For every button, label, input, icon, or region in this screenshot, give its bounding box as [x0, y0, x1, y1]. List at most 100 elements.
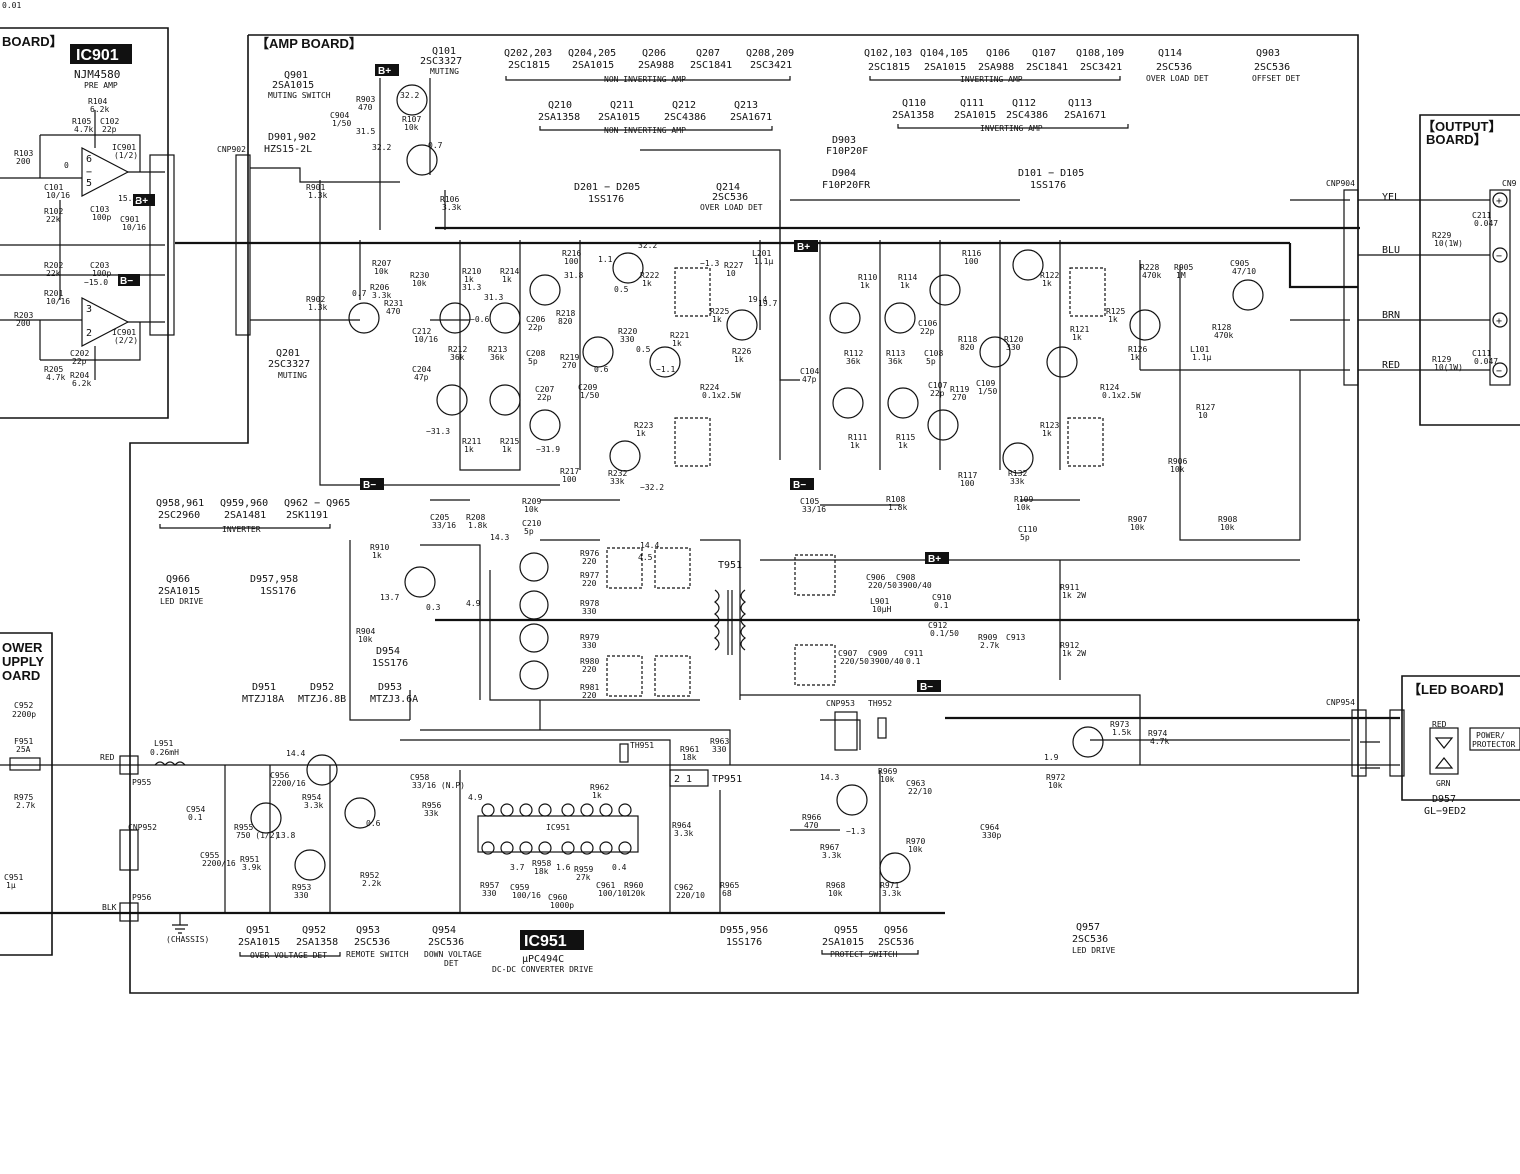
component-ref: R911 [1060, 583, 1079, 592]
svg-text:Q957: Q957 [1076, 922, 1100, 933]
svg-text:2SC4386: 2SC4386 [1006, 110, 1048, 121]
component-ref: C963 [906, 779, 925, 788]
ic901-opamp-1: 65 − [81, 147, 130, 197]
voltage-value: −0.6 [470, 315, 489, 324]
component-value: 0.1x2.5W [702, 391, 741, 400]
svg-text:GRN: GRN [1436, 779, 1451, 788]
component-ref: C901 [120, 215, 139, 224]
svg-text:2SC536: 2SC536 [1254, 62, 1290, 73]
component-value: 330 [712, 745, 727, 754]
svg-text:RED: RED [1432, 720, 1447, 729]
cnp953-label: CNP953 [826, 699, 855, 708]
component-value: 330 [620, 335, 635, 344]
voltage-value: 4.5 [638, 553, 653, 562]
voltage-value: −1.3 [846, 827, 865, 836]
component-ref: C211 [1472, 211, 1491, 220]
component-value: 470k [1142, 271, 1161, 280]
component-ref: R113 [886, 349, 905, 358]
component-value: 1/50 [332, 119, 351, 128]
svg-text:Q211: Q211 [610, 100, 634, 111]
voltage-value: 32.2 [372, 143, 391, 152]
component-value: 1k [672, 339, 682, 348]
rail-bminus-2: B− [793, 480, 806, 491]
component-value: 4.7k [74, 125, 93, 134]
component-value: 10/16 [122, 223, 146, 232]
component-value: 10k [524, 505, 539, 514]
component-value: 10k [374, 267, 389, 276]
svg-text:2SC536: 2SC536 [354, 937, 390, 948]
component-value: 1k [642, 279, 652, 288]
led-board-connector [1389, 709, 1405, 777]
svg-text:Q102,103: Q102,103 [864, 48, 912, 59]
component-ref: R107 [402, 115, 421, 124]
component-value: 1M [1176, 271, 1186, 280]
component-ref: L901 [870, 597, 889, 606]
cnp902-label: CNP902 [217, 145, 246, 154]
component-value: 330 [582, 641, 597, 650]
component-value: 470 [358, 103, 373, 112]
component-value: 10k [404, 123, 419, 132]
svg-text:Q208,209: Q208,209 [746, 48, 794, 59]
tp951-label: TP951 [712, 774, 742, 785]
component-ref: C951 [4, 873, 23, 882]
component-ref: R231 [384, 299, 403, 308]
svg-text:+: + [1496, 196, 1502, 207]
svg-text:5: 5 [86, 178, 92, 189]
component-value: 10/16 [46, 191, 70, 200]
component-value: 1k [850, 441, 860, 450]
component-value: 33/16 (N.P) [412, 781, 465, 790]
component-ref: R102 [44, 207, 63, 216]
component-value: 10k [880, 775, 895, 784]
svg-text:2SA1015: 2SA1015 [822, 937, 864, 948]
svg-text:RED: RED [100, 753, 115, 762]
svg-text:D957: D957 [1432, 794, 1456, 805]
component-ref: R953 [292, 883, 311, 892]
component-value: 22p [930, 389, 945, 398]
voltage-value: −31.9 [536, 445, 560, 454]
voltage-value: 14.4 [640, 541, 659, 550]
d201-label: D201 − D205 1SS176 [574, 182, 640, 205]
component-ref: R219 [560, 353, 579, 362]
component-value: 0.01 [2, 1, 21, 10]
component-value: 220 [582, 557, 597, 566]
svg-text:1SS176: 1SS176 [1030, 180, 1066, 191]
q966-label: Q966 2SA1015 LED DRIVE [158, 574, 204, 606]
wire-blu: BLU [1382, 245, 1400, 256]
component-value: 2.7k [980, 641, 999, 650]
component-value: 200 [16, 157, 31, 166]
svg-text:Q966: Q966 [166, 574, 190, 585]
svg-text:Q111: Q111 [960, 98, 984, 109]
component-ref: R224 [700, 383, 719, 392]
component-ref: R964 [672, 821, 691, 830]
svg-text:2SA1015: 2SA1015 [924, 62, 966, 73]
svg-text:GL−9ED2: GL−9ED2 [1424, 806, 1466, 817]
